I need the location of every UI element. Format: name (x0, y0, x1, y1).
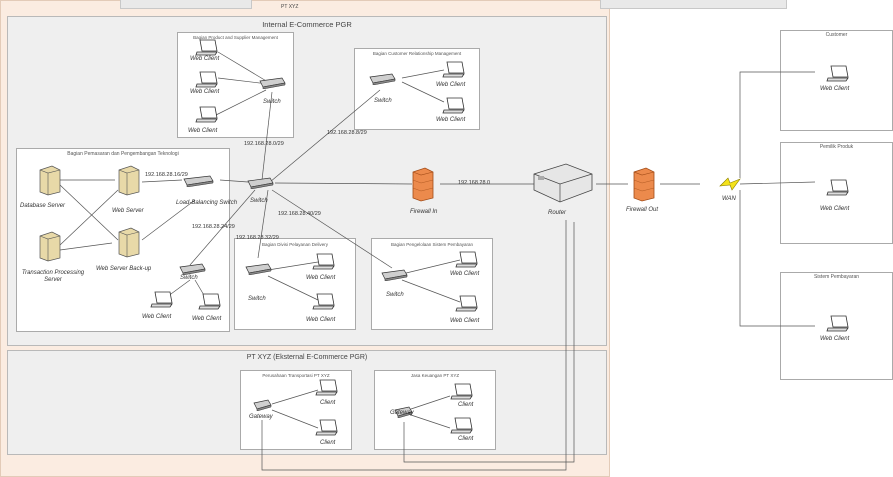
group-title: Bagian Customer Relationship Management (372, 51, 462, 56)
laptop-icon (312, 252, 336, 275)
group-title: Bagian Product and Supplier Management (193, 35, 278, 40)
client-label: Client (320, 400, 336, 406)
laptop-icon (826, 64, 850, 87)
ip-label: 192.168.28.40/29 (278, 211, 321, 217)
ip-label: 192.168.28.8/29 (327, 130, 367, 136)
database-server-icon (36, 164, 62, 201)
web-client-label: Web Client (190, 89, 220, 95)
firewall-in-icon (411, 166, 435, 207)
laptop-icon (195, 70, 219, 93)
switch-icon (244, 262, 272, 280)
laptop-icon (442, 96, 466, 119)
web-client-label: Web Client (142, 314, 172, 320)
gateway-icon (252, 398, 272, 416)
laptop-icon (312, 292, 336, 315)
group-title: Pemilik Produk (819, 144, 854, 150)
laptop-icon (150, 290, 174, 313)
web-client-label: Web Client (450, 318, 480, 324)
web-client-label: Web Client (192, 316, 222, 322)
switch-icon (178, 262, 206, 280)
laptop-icon (315, 418, 339, 441)
external-title: PT XYZ (Eksternal E-Commerce PGR) (246, 354, 368, 361)
group-title: Bagian Pemasaran dan Pengembangan Teknol… (67, 151, 179, 157)
web-server-backup-label: Web Server Back-up (96, 266, 152, 272)
web-client-label: Web Client (820, 206, 850, 212)
switch-icon (380, 268, 408, 286)
web-client-label: Web Client (306, 275, 336, 281)
laptop-icon (450, 416, 474, 439)
gateway-label: Gateway (390, 410, 414, 416)
web-client-label: Web Client (820, 336, 850, 342)
top-edge-tab (120, 0, 252, 9)
ip-label: 192.168.28.0 (458, 180, 491, 186)
tps-label: Transaction Processing Server (21, 270, 85, 283)
laptop-icon (442, 60, 466, 83)
web-server-icon (115, 164, 141, 201)
tps-server-icon (36, 230, 62, 267)
database-server-label: Database Server (20, 203, 66, 209)
firewall-out-icon (632, 166, 656, 207)
group-title: Sistem Pembayaran (813, 274, 860, 280)
group-delivery: Bagian Divisi Pelayanan Delivery (234, 238, 356, 330)
group-title: Perusahaan Transportasi PT XYZ (262, 373, 330, 378)
group-title: Bagian Divisi Pelayanan Delivery (261, 242, 329, 247)
web-client-label: Web Client (820, 86, 850, 92)
web-client-label: Web Client (450, 271, 480, 277)
laptop-icon (826, 178, 850, 201)
switch-icon (246, 176, 274, 194)
laptop-icon (455, 250, 479, 273)
switch-label: Switch (263, 99, 281, 105)
ip-label: 192.168.28.24/29 (192, 224, 235, 230)
ip-label: 192.168.28.16/29 (145, 172, 188, 178)
web-client-label: Web Client (188, 128, 218, 134)
wan-lightning-icon (718, 176, 742, 197)
group-finance: Jasa Keuangan PT XYZ (374, 370, 496, 450)
laptop-icon (195, 105, 219, 128)
client-label: Client (458, 436, 474, 442)
group-title: Jasa Keuangan PT XYZ (410, 373, 460, 378)
laptop-icon (450, 382, 474, 405)
switch-label: Switch (248, 296, 266, 302)
gateway-icon (393, 405, 413, 423)
company-title: PT XYZ (281, 4, 299, 10)
laptop-icon (198, 292, 222, 315)
ip-label: 192.168.28.0/29 (244, 141, 284, 147)
web-server-label: Web Server (112, 208, 144, 214)
router-label: Router (548, 210, 567, 216)
group-title: Customer (825, 32, 848, 38)
client-label: Client (458, 402, 474, 408)
web-server-backup-icon (115, 226, 141, 263)
laptop-icon (826, 314, 850, 337)
gateway-label: Gateway (249, 414, 273, 420)
laptop-icon (455, 294, 479, 317)
laptop-icon (195, 38, 219, 61)
wan-label: WAN (722, 196, 736, 202)
top-edge-tab (600, 0, 787, 9)
laptop-icon (315, 378, 339, 401)
web-client-label: Web Client (190, 56, 220, 62)
ip-label: 192.168.28.32/29 (236, 235, 279, 241)
client-label: Client (320, 440, 336, 446)
switch-label: Switch (386, 292, 404, 298)
web-client-label: Web Client (436, 82, 466, 88)
switch-label: Switch (250, 198, 268, 204)
switch-icon (368, 72, 396, 90)
internal-title: Internal E-Commerce PGR (262, 20, 352, 29)
web-client-label: Web Client (306, 317, 336, 323)
group-title: Bagian Pengelolaan Sistem Pembayaran (390, 242, 474, 247)
router-icon (530, 160, 596, 211)
firewall-in-label: Firewall In (410, 209, 438, 215)
lb-switch-label: Load-Balancing Switch (176, 200, 238, 206)
switch-label: Switch (374, 98, 392, 104)
switch-icon (258, 76, 286, 94)
firewall-out-label: Firewall Out (626, 207, 659, 213)
lb-switch-icon (182, 174, 214, 192)
web-client-label: Web Client (436, 117, 466, 123)
switch-label: Switch (180, 275, 198, 281)
